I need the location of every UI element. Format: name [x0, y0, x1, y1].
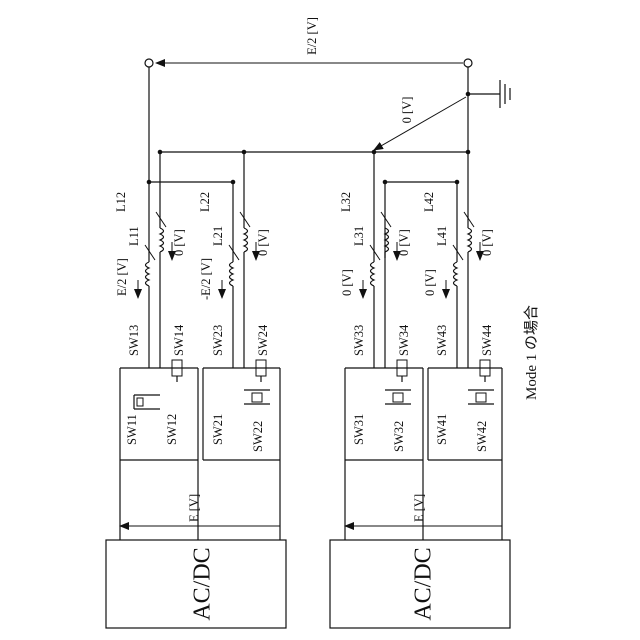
label-sw42: SW42 — [475, 421, 489, 452]
coil-labels: L12 L11 0 [V] E/2 [V] L22 L21 0 [V] -E/2… — [114, 192, 494, 300]
switch-sw24 — [233, 360, 266, 382]
ground-voltage-arrow — [374, 97, 466, 150]
coil-l31 — [371, 262, 375, 286]
switch-sw34 — [374, 360, 407, 382]
terminal-right — [464, 59, 472, 67]
ground: 0 [V] — [374, 67, 510, 152]
label-sw23: SW23 — [211, 325, 225, 356]
label-l12-voltage: 0 [V] — [172, 229, 186, 256]
dc-voltage-label-1: E [V] — [187, 494, 201, 522]
label-l21: L21 — [211, 226, 225, 246]
dc-voltage-label-2: E [V] — [412, 494, 426, 522]
label-sw21: SW21 — [211, 414, 225, 445]
top-voltage-label: E/2 [V] — [305, 17, 319, 55]
switch-sw22 — [244, 390, 270, 404]
label-sw12: SW12 — [165, 414, 179, 445]
label-sw14: SW14 — [172, 324, 186, 356]
switch-sw11 — [134, 395, 160, 409]
label-sw43: SW43 — [435, 325, 449, 356]
label-sw24: SW24 — [256, 324, 270, 356]
label-l11: L11 — [127, 226, 141, 246]
label-sw22: SW22 — [251, 421, 265, 452]
diagram-caption: Mode 1 の場合 — [523, 305, 540, 400]
coil-l11 — [146, 262, 150, 286]
switch-sw32 — [385, 390, 411, 404]
coil-l21 — [230, 262, 234, 286]
label-l21-voltage: -E/2 [V] — [199, 258, 213, 300]
label-sw41: SW41 — [435, 414, 449, 445]
switch-labels: SW13 SW14 SW11 SW12 SW23 SW24 SW21 SW22 … — [125, 324, 494, 452]
label-sw13: SW13 — [127, 325, 141, 356]
coil-l42 — [468, 228, 472, 252]
label-l32-voltage: 0 [V] — [397, 229, 411, 256]
label-l22: L22 — [198, 192, 212, 212]
label-l32: L32 — [339, 192, 353, 212]
switch-sw42 — [468, 390, 494, 404]
label-l41: L41 — [435, 226, 449, 246]
acdc-label-1: AC/DC — [190, 547, 216, 620]
switch-sw44 — [457, 360, 490, 382]
coil-l22 — [244, 228, 248, 252]
label-l31-voltage: 0 [V] — [340, 269, 354, 296]
top-rail: E/2 [V] — [145, 17, 472, 67]
coil-l41 — [454, 262, 458, 286]
terminal-left — [145, 59, 153, 67]
coil-l12 — [160, 228, 164, 252]
label-l11-voltage: E/2 [V] — [115, 258, 129, 296]
label-sw34: SW34 — [397, 324, 411, 356]
switch-sw14 — [149, 360, 182, 382]
label-sw11: SW11 — [125, 414, 139, 445]
label-l12: L12 — [114, 192, 128, 212]
label-l41-voltage: 0 [V] — [423, 269, 437, 296]
label-sw33: SW33 — [352, 325, 366, 356]
switch-frames — [120, 368, 502, 540]
label-sw32: SW32 — [392, 421, 406, 452]
label-l42: L42 — [422, 192, 436, 212]
label-l42-voltage: 0 [V] — [480, 229, 494, 256]
igbt-switches — [134, 360, 494, 409]
label-l31: L31 — [352, 226, 366, 246]
label-sw31: SW31 — [352, 414, 366, 445]
converter-2: E [V] AC/DC — [330, 494, 510, 628]
label-sw44: SW44 — [480, 324, 494, 356]
acdc-label-2: AC/DC — [411, 547, 437, 620]
converter-1: E [V] AC/DC — [106, 494, 286, 628]
label-l22-voltage: 0 [V] — [256, 229, 270, 256]
ground-voltage-label: 0 [V] — [400, 97, 414, 124]
